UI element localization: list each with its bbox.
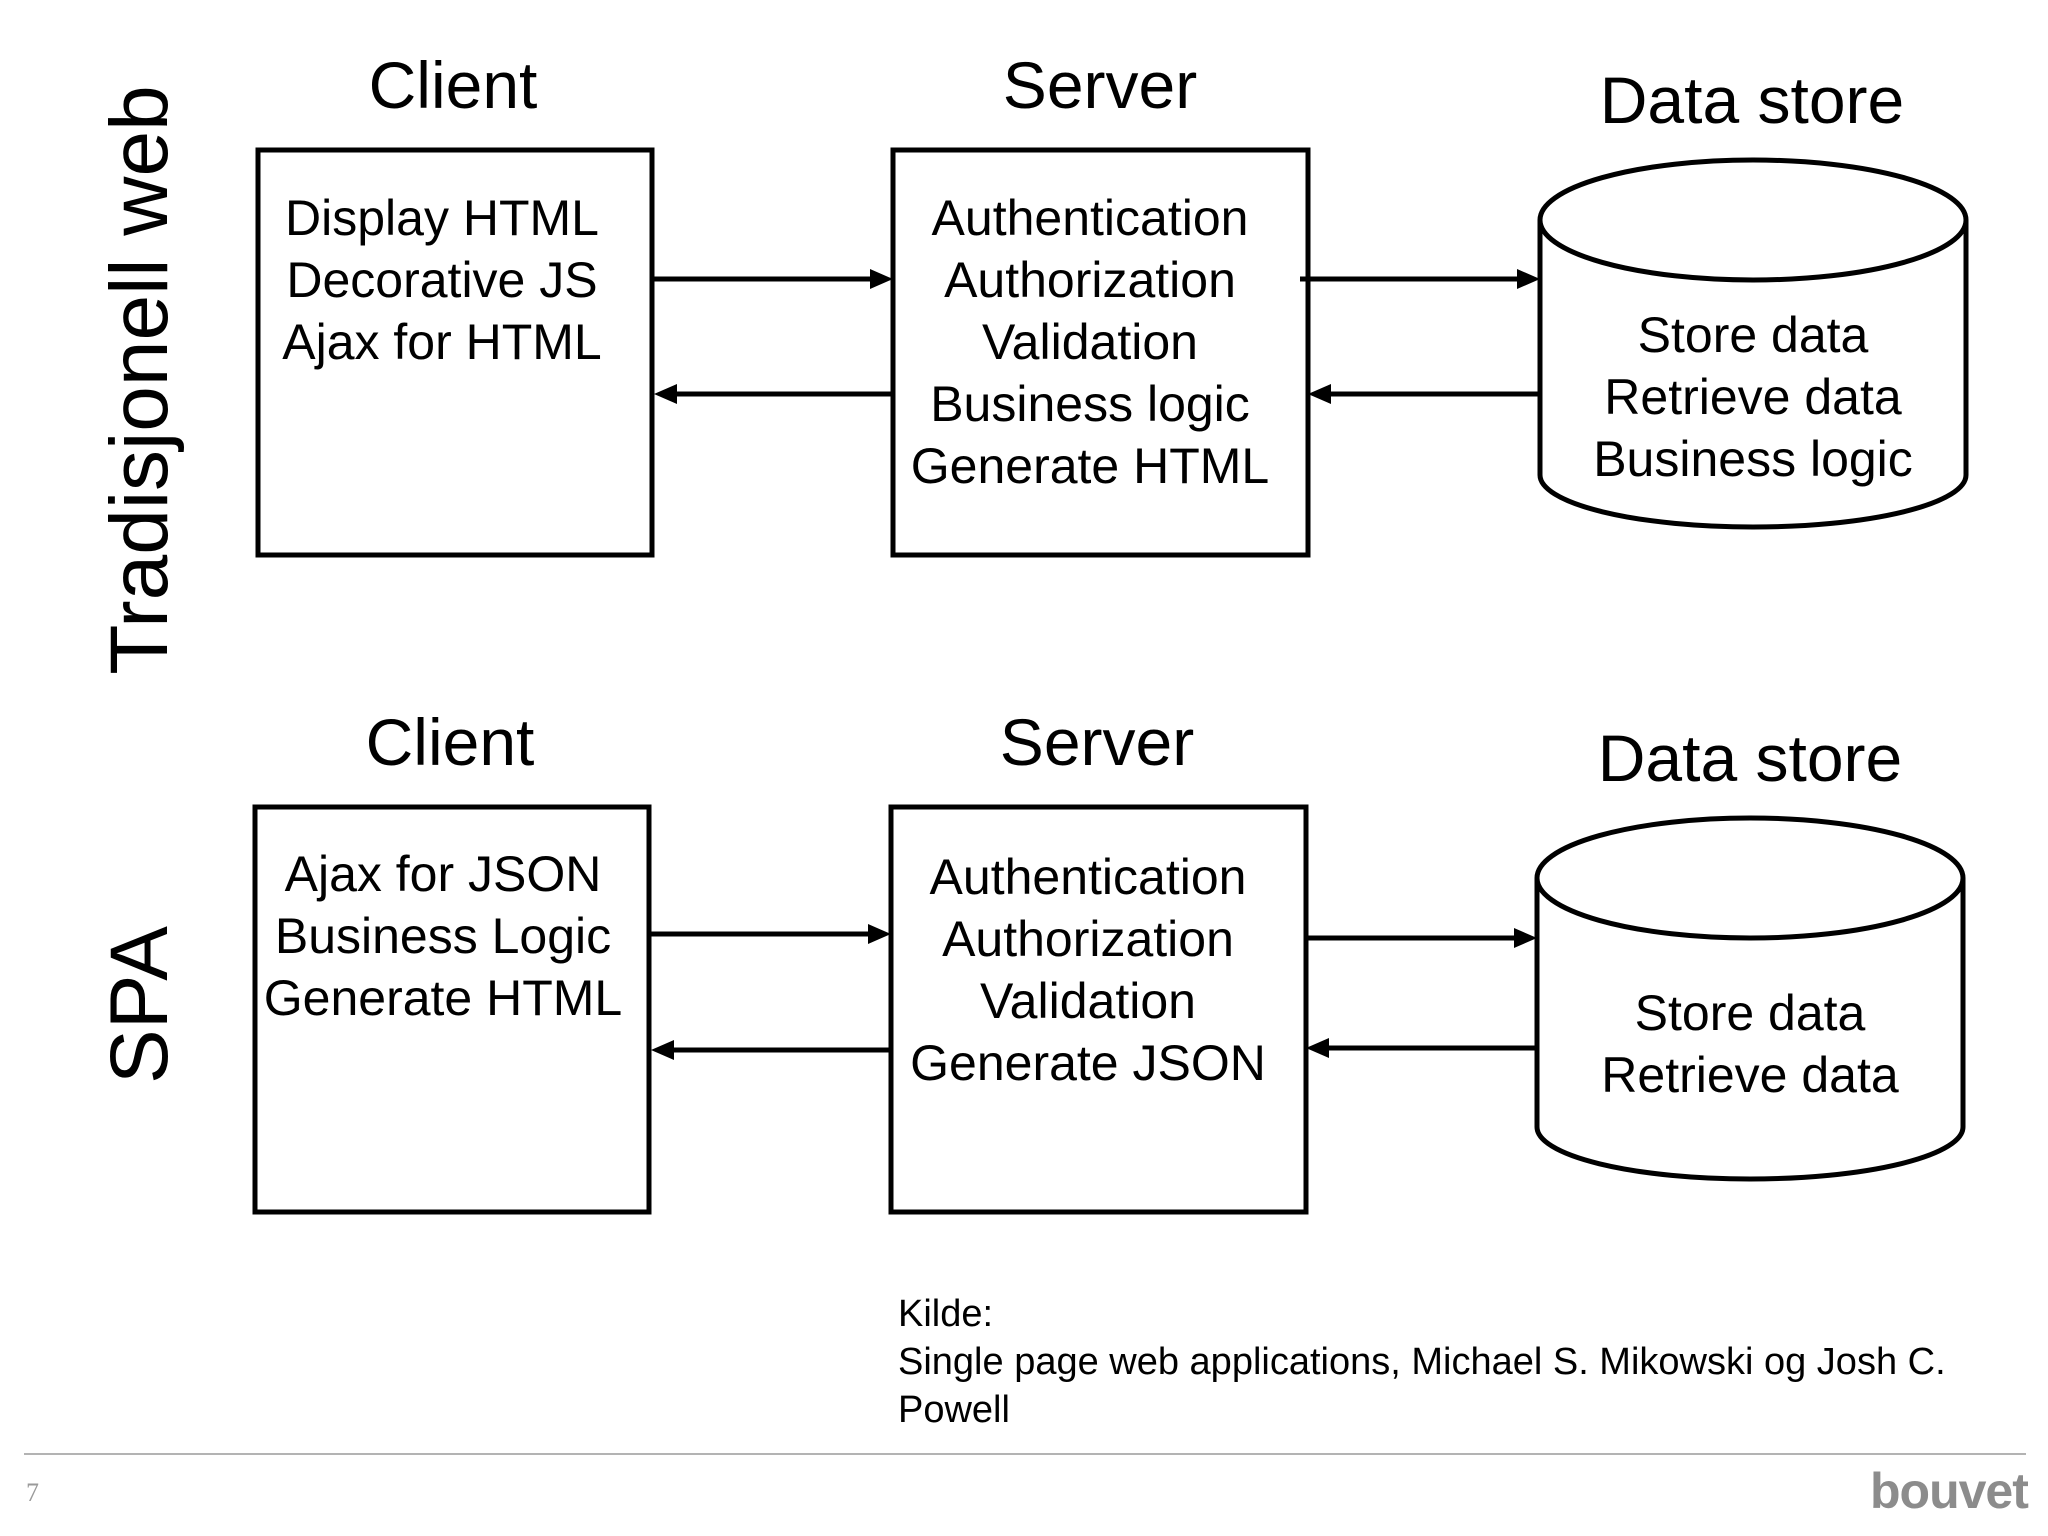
row-label-spa: SPA xyxy=(94,926,185,1084)
row-traditional-web: Tradisjonell web Client Display HTML Dec… xyxy=(94,48,1969,675)
client-box xyxy=(255,147,655,558)
datastore-heading: Data store xyxy=(1598,721,1902,795)
page-number: 7 xyxy=(26,1478,39,1507)
footer-divider xyxy=(24,1453,2026,1455)
client-item: Decorative JS xyxy=(286,252,597,308)
row-label-traditional-web: Tradisjonell web xyxy=(94,85,185,674)
server-item: Authentication xyxy=(930,849,1247,905)
arrow-server-to-client xyxy=(651,1040,889,1060)
datastore-item: Retrieve data xyxy=(1601,1047,1899,1103)
bouvet-logo: bouvet xyxy=(1870,1463,2029,1519)
arrow-server-to-datastore xyxy=(1300,269,1540,289)
arrow-client-to-server xyxy=(651,924,891,944)
server-box xyxy=(888,804,1309,1215)
server-heading: Server xyxy=(1000,705,1194,779)
datastore-item: Store data xyxy=(1635,985,1866,1041)
client-box xyxy=(252,804,652,1215)
server-item: Authorization xyxy=(942,911,1234,967)
source-text: Single page web applications, Michael S.… xyxy=(898,1341,1946,1431)
datastore-item: Store data xyxy=(1638,307,1869,363)
server-item: Authentication xyxy=(932,190,1249,246)
database-cylinder xyxy=(1537,157,1969,530)
server-heading: Server xyxy=(1003,48,1197,122)
datastore-item: Retrieve data xyxy=(1604,369,1902,425)
server-item: Authorization xyxy=(944,252,1236,308)
row-spa: SPA Client Ajax for JSON Business Logic … xyxy=(94,705,1966,1215)
client-item: Display HTML xyxy=(285,190,599,246)
database-cylinder xyxy=(1534,815,1966,1182)
client-item: Business Logic xyxy=(275,908,611,964)
datastore-heading: Data store xyxy=(1600,63,1904,137)
source-label: Kilde: xyxy=(898,1293,994,1335)
client-heading: Client xyxy=(369,48,538,122)
arrow-datastore-to-server xyxy=(1306,1038,1537,1058)
client-item: Generate HTML xyxy=(264,970,622,1026)
client-item: Ajax for HTML xyxy=(282,314,602,370)
server-item: Generate HTML xyxy=(911,438,1269,494)
arrow-datastore-to-server xyxy=(1308,384,1540,404)
server-item: Validation xyxy=(980,973,1196,1029)
source-citation: Kilde: Single page web applications, Mic… xyxy=(898,1290,2018,1434)
datastore-item: Business logic xyxy=(1593,431,1913,487)
server-item: Validation xyxy=(982,314,1198,370)
server-item: Business logic xyxy=(930,376,1250,432)
server-box xyxy=(890,147,1311,558)
arrow-client-to-server xyxy=(654,269,893,289)
server-item: Generate JSON xyxy=(910,1035,1266,1091)
arrow-server-to-client xyxy=(654,384,891,404)
client-item: Ajax for JSON xyxy=(285,846,602,902)
client-heading: Client xyxy=(366,705,535,779)
arrow-server-to-datastore xyxy=(1306,928,1537,948)
